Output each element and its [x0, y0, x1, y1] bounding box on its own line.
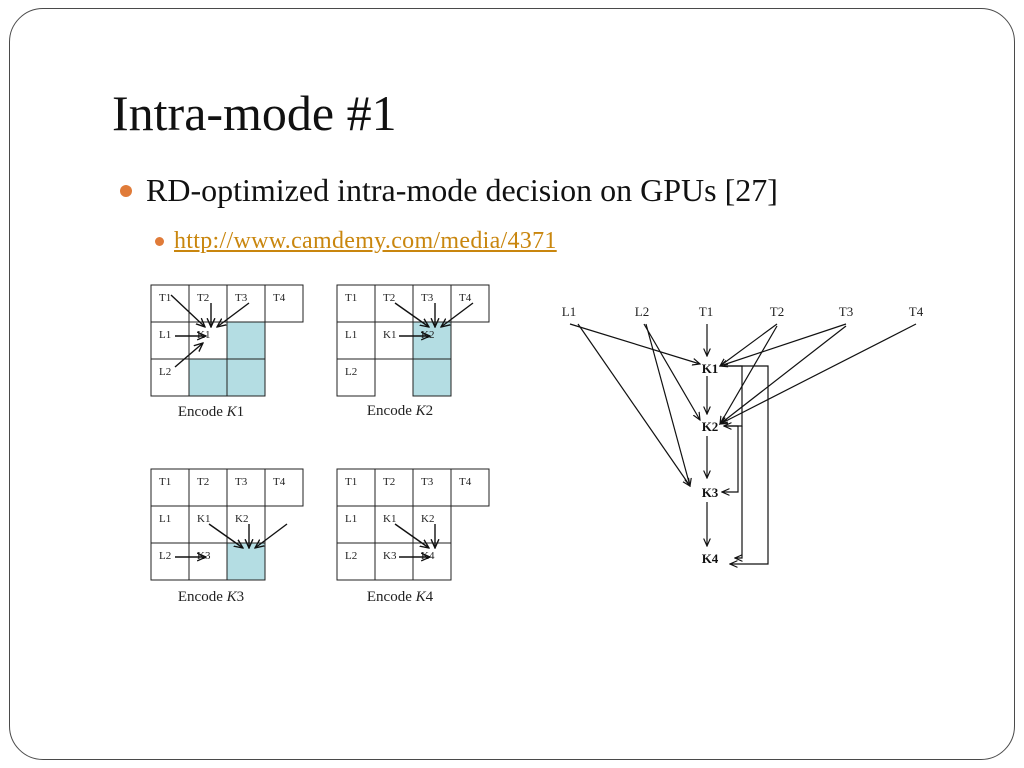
camdemy-link[interactable]: http://www.camdemy.com/media/4371 [174, 228, 557, 254]
sub-bullet-dot-icon [155, 237, 164, 246]
bullet-text: RD-optimized intra-mode decision on GPUs… [146, 172, 778, 208]
bullet-rd-optimized: RD-optimized intra-mode decision on GPUs… [120, 172, 778, 209]
sub-bullet-link: http://www.camdemy.com/media/4371 [155, 228, 557, 255]
slide-title: Intra-mode #1 [112, 85, 397, 141]
bullet-dot-icon [120, 184, 132, 197]
